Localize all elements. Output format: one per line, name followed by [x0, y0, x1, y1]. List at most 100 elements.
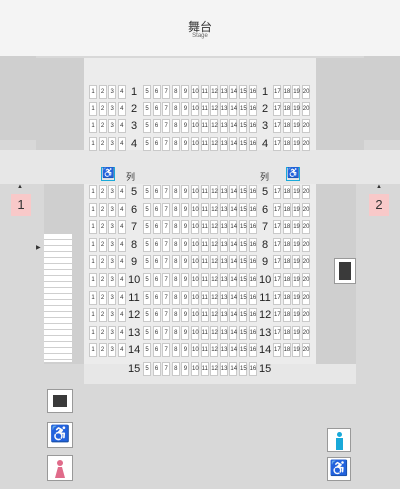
seat[interactable]: 12 — [210, 85, 219, 99]
seat[interactable]: 1 — [89, 202, 97, 217]
seat[interactable]: 14 — [229, 102, 238, 117]
seat[interactable]: 8 — [171, 85, 180, 99]
seat[interactable]: 18 — [282, 273, 291, 287]
seat[interactable]: 17 — [273, 119, 281, 134]
seat[interactable]: 12 — [210, 362, 219, 376]
seat[interactable]: 7 — [162, 102, 171, 117]
seat[interactable]: 18 — [282, 136, 291, 151]
seat[interactable]: 9 — [181, 273, 190, 287]
seat[interactable]: 13 — [219, 343, 228, 358]
seat[interactable]: 16 — [248, 308, 257, 323]
seat[interactable]: 15 — [239, 185, 247, 199]
seat[interactable]: 8 — [171, 325, 180, 340]
seat[interactable]: 10 — [191, 85, 199, 99]
seat[interactable]: 7 — [162, 362, 171, 376]
seat[interactable]: 5 — [143, 362, 151, 376]
seat[interactable]: 16 — [248, 220, 257, 235]
seat[interactable]: 5 — [143, 136, 151, 151]
seat[interactable]: 1 — [89, 343, 97, 358]
seat[interactable]: 18 — [282, 85, 291, 99]
wheelchair-icon[interactable]: ♿ — [101, 167, 115, 181]
seat[interactable]: 16 — [248, 362, 257, 376]
seat[interactable]: 9 — [181, 85, 190, 99]
seat[interactable]: 3 — [108, 325, 117, 340]
seat[interactable]: 5 — [143, 185, 151, 199]
seat[interactable]: 6 — [152, 85, 161, 99]
seat[interactable]: 16 — [248, 343, 257, 358]
seat[interactable]: 17 — [273, 273, 281, 287]
seat[interactable]: 18 — [282, 308, 291, 323]
seat[interactable]: 3 — [108, 185, 117, 199]
seat[interactable]: 17 — [273, 325, 281, 340]
seat[interactable]: 16 — [248, 325, 257, 340]
seat[interactable]: 9 — [181, 308, 190, 323]
seat[interactable]: 2 — [98, 273, 107, 287]
seat[interactable]: 10 — [191, 102, 199, 117]
seat[interactable]: 5 — [143, 290, 151, 305]
seat[interactable]: 9 — [181, 325, 190, 340]
seat[interactable]: 18 — [282, 290, 291, 305]
seat[interactable]: 10 — [191, 343, 199, 358]
seat[interactable]: 5 — [143, 255, 151, 270]
seat[interactable]: 8 — [171, 185, 180, 199]
seat[interactable]: 3 — [108, 202, 117, 217]
seat[interactable]: 7 — [162, 343, 171, 358]
seat[interactable]: 17 — [273, 220, 281, 235]
seat[interactable]: 7 — [162, 136, 171, 151]
seat[interactable]: 19 — [292, 220, 301, 235]
seat[interactable]: 12 — [210, 343, 219, 358]
seat[interactable]: 3 — [108, 290, 117, 305]
seat[interactable]: 3 — [108, 119, 117, 134]
seat[interactable]: 20 — [301, 255, 310, 270]
seat[interactable]: 1 — [89, 308, 97, 323]
seat[interactable]: 20 — [301, 220, 310, 235]
seat[interactable]: 2 — [98, 202, 107, 217]
seat[interactable]: 10 — [191, 119, 199, 134]
seat[interactable]: 17 — [273, 85, 281, 99]
seat[interactable]: 14 — [229, 255, 238, 270]
seat[interactable]: 3 — [108, 220, 117, 235]
seat[interactable]: 5 — [143, 273, 151, 287]
seat[interactable]: 9 — [181, 290, 190, 305]
seat[interactable]: 10 — [191, 362, 199, 376]
seat[interactable]: 15 — [239, 255, 247, 270]
seat[interactable]: 7 — [162, 273, 171, 287]
seat[interactable]: 12 — [210, 185, 219, 199]
seat[interactable]: 6 — [152, 325, 161, 340]
seat[interactable]: 17 — [273, 255, 281, 270]
seat[interactable]: 3 — [108, 273, 117, 287]
seat[interactable]: 19 — [292, 325, 301, 340]
seat[interactable]: 10 — [191, 273, 199, 287]
seat[interactable]: 14 — [229, 220, 238, 235]
seat[interactable]: 1 — [89, 185, 97, 199]
seat[interactable]: 20 — [301, 273, 310, 287]
seat[interactable]: 16 — [248, 119, 257, 134]
seat[interactable]: 3 — [108, 237, 117, 252]
seat[interactable]: 15 — [239, 362, 247, 376]
door-2[interactable]: 2 — [369, 194, 389, 216]
seat[interactable]: 5 — [143, 325, 151, 340]
seat[interactable]: 20 — [301, 185, 310, 199]
seat[interactable]: 9 — [181, 237, 190, 252]
seat[interactable]: 15 — [239, 220, 247, 235]
seat[interactable]: 7 — [162, 308, 171, 323]
seat[interactable]: 2 — [98, 185, 107, 199]
seat[interactable]: 14 — [229, 343, 238, 358]
seat[interactable]: 13 — [219, 202, 228, 217]
seat[interactable]: 4 — [117, 273, 126, 287]
seat[interactable]: 5 — [143, 308, 151, 323]
seat[interactable]: 11 — [200, 119, 209, 134]
seat[interactable]: 19 — [292, 119, 301, 134]
seat[interactable]: 10 — [191, 308, 199, 323]
seat[interactable]: 12 — [210, 273, 219, 287]
seat[interactable]: 17 — [273, 136, 281, 151]
seat[interactable]: 19 — [292, 237, 301, 252]
seat[interactable]: 16 — [248, 290, 257, 305]
seat[interactable]: 16 — [248, 255, 257, 270]
seat[interactable]: 8 — [171, 290, 180, 305]
seat[interactable]: 6 — [152, 220, 161, 235]
seat[interactable]: 8 — [171, 220, 180, 235]
seat[interactable]: 18 — [282, 255, 291, 270]
seat[interactable]: 3 — [108, 308, 117, 323]
seat[interactable]: 6 — [152, 237, 161, 252]
